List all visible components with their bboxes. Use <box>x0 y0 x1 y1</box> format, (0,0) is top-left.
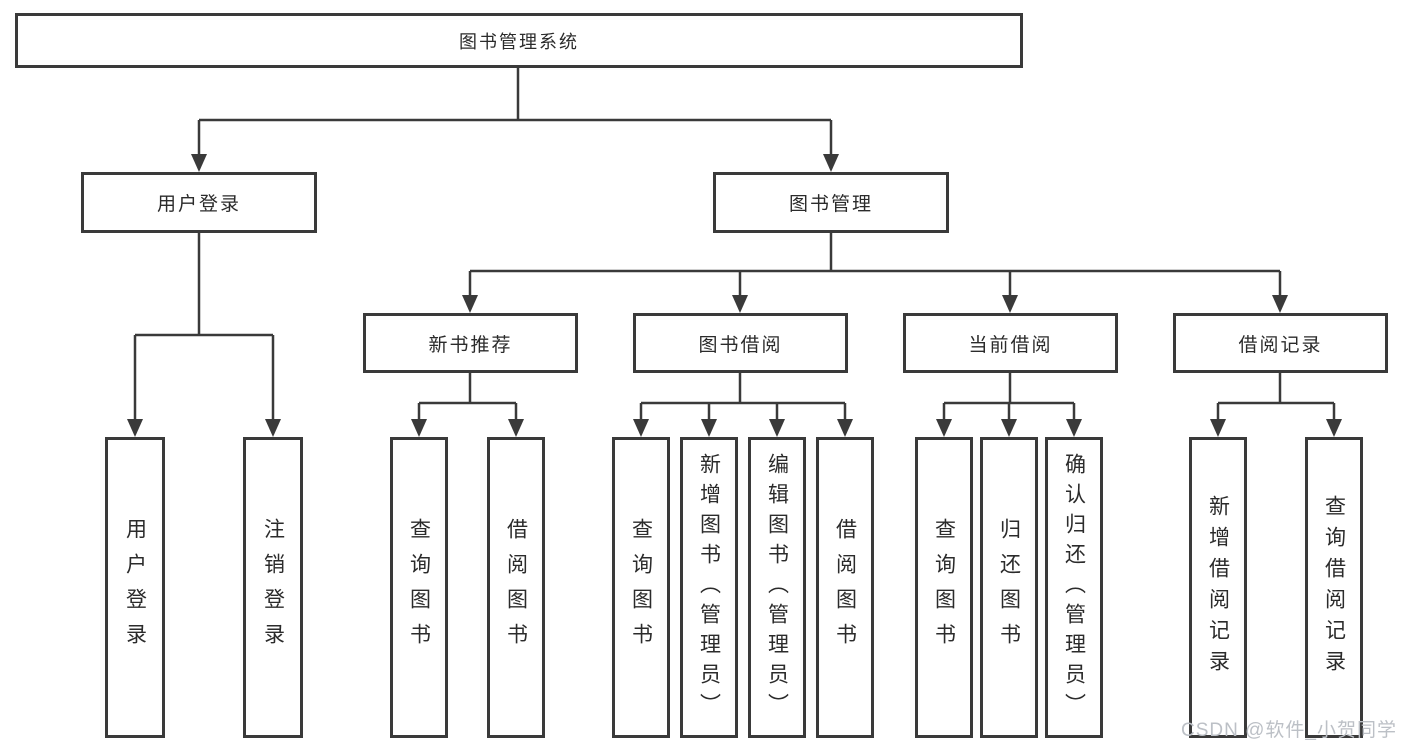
node-current-borrowing: 当前借阅 <box>903 313 1118 373</box>
leaf-add-borrow-record: 新增借阅记录 <box>1189 437 1247 738</box>
leaf-return-books: 归还图书 <box>980 437 1038 738</box>
node-borrowing-records: 借阅记录 <box>1173 313 1388 373</box>
node-library-management-system-label: 图书管理系统 <box>459 31 579 52</box>
leaf-add-books-admin-label: 新增图书（管理员） <box>697 452 721 723</box>
node-current-borrowing-label: 当前借阅 <box>968 334 1053 356</box>
leaf-add-books-admin: 新增图书（管理员） <box>680 437 738 738</box>
leaf-recommend-query-books: 查询图书 <box>390 437 448 738</box>
leaf-borrowing-borrow-books-label: 借阅图书 <box>833 517 857 658</box>
node-library-management-system: 图书管理系统 <box>15 13 1023 68</box>
watermark-text: CSDN @软件_小贺同学 <box>1181 720 1397 741</box>
leaf-current-query-books: 查询图书 <box>915 437 973 738</box>
leaf-borrowing-query-books-label: 查询图书 <box>629 517 653 658</box>
leaf-recommend-query-books-label: 查询图书 <box>407 517 431 658</box>
node-user-login: 用户登录 <box>81 172 317 233</box>
leaf-confirm-return-admin: 确认归还（管理员） <box>1045 437 1103 738</box>
leaf-recommend-borrow-books: 借阅图书 <box>487 437 545 738</box>
node-book-management: 图书管理 <box>713 172 949 233</box>
leaf-user-login-label: 用户登录 <box>123 517 147 658</box>
node-book-borrowing: 图书借阅 <box>633 313 848 373</box>
leaf-current-query-books-label: 查询图书 <box>932 517 956 658</box>
node-new-book-recommendation-label: 新书推荐 <box>428 334 513 356</box>
node-book-borrowing-label: 图书借阅 <box>698 334 783 356</box>
leaf-query-borrow-record-label: 查询借阅记录 <box>1322 494 1346 681</box>
leaf-borrowing-borrow-books: 借阅图书 <box>816 437 874 738</box>
leaf-edit-books-admin: 编辑图书（管理员） <box>748 437 806 738</box>
node-book-management-label: 图书管理 <box>788 194 873 215</box>
leaf-borrowing-query-books: 查询图书 <box>612 437 670 738</box>
leaf-confirm-return-admin-label: 确认归还（管理员） <box>1062 452 1086 723</box>
leaf-return-books-label: 归还图书 <box>997 517 1021 658</box>
leaf-logout-label: 注销登录 <box>261 517 285 658</box>
leaf-logout: 注销登录 <box>243 437 303 738</box>
leaf-edit-books-admin-label: 编辑图书（管理员） <box>765 452 789 723</box>
leaf-user-login: 用户登录 <box>105 437 165 738</box>
node-user-login-label: 用户登录 <box>156 194 241 215</box>
node-new-book-recommendation: 新书推荐 <box>363 313 578 373</box>
leaf-query-borrow-record: 查询借阅记录 <box>1305 437 1363 738</box>
node-borrowing-records-label: 借阅记录 <box>1238 334 1323 356</box>
leaf-recommend-borrow-books-label: 借阅图书 <box>504 517 528 658</box>
leaf-add-borrow-record-label: 新增借阅记录 <box>1206 494 1230 681</box>
